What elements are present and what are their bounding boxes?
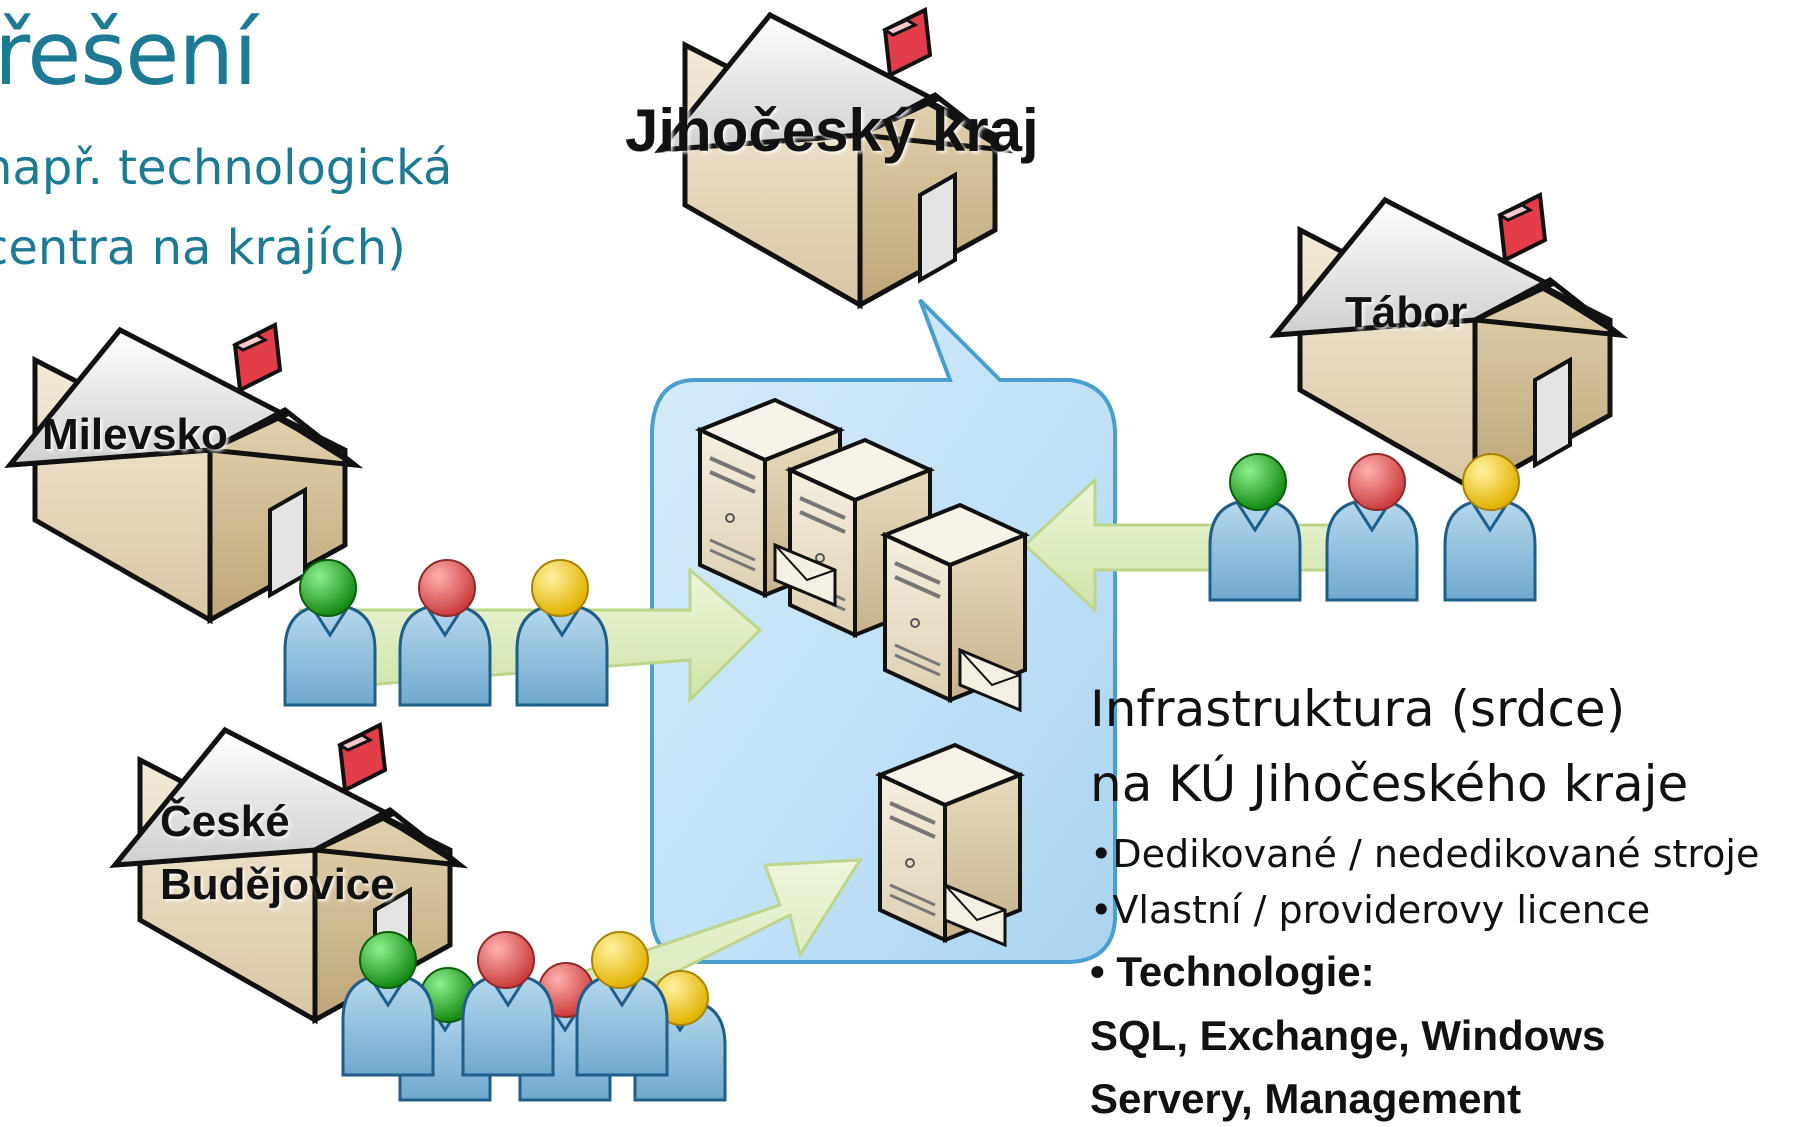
user-head-green	[1229, 453, 1287, 511]
slide-subtitle-line2: centra na krajích)	[0, 220, 406, 276]
label-tabor: Tábor	[1345, 288, 1468, 337]
user-head-green	[359, 931, 417, 989]
infra-heading-line1: Infrastruktura (srdce)	[1090, 680, 1626, 738]
user-head-green	[299, 559, 357, 617]
user-icon	[398, 603, 492, 707]
user-head-red	[1348, 453, 1406, 511]
user-icon	[341, 973, 435, 1077]
user-head-yellow	[1462, 453, 1520, 511]
user-icon	[461, 973, 555, 1077]
user-head-red	[477, 931, 535, 989]
infra-bullet-licence: •Vlastní / providerovy licence	[1090, 888, 1651, 932]
user-icon	[283, 603, 377, 707]
infra-tech-line1: SQL, Exchange, Windows	[1090, 1012, 1606, 1059]
user-icon	[515, 603, 609, 707]
infra-bullet-technologies: • Technologie:	[1090, 948, 1375, 995]
slide-title: řešení	[0, 2, 258, 105]
infra-tech-line2: Servery, Management	[1090, 1075, 1522, 1122]
user-icon	[1325, 498, 1419, 602]
users-ceske-budejovice	[341, 931, 727, 1102]
label-milevsko: Milevsko	[42, 410, 228, 459]
infra-heading-line2: na KÚ Jihočeského kraje	[1090, 755, 1689, 813]
label-ceske: České	[160, 797, 290, 846]
infra-bullet-dedicated: •Dedikované / nededikované stroje	[1090, 832, 1760, 876]
user-icon	[1443, 498, 1537, 602]
users-tabor	[1208, 453, 1537, 602]
label-jihocesky-kraj: Jihočeský kraj	[625, 97, 1039, 164]
server-single	[878, 743, 1022, 947]
user-head-red	[418, 559, 476, 617]
user-icon	[575, 973, 669, 1077]
slide-subtitle-line1: např. technologická	[0, 140, 453, 196]
label-budejovice: Budějovice	[160, 860, 395, 909]
house-tabor	[1275, 195, 1620, 490]
users-milevsko	[283, 559, 609, 707]
user-head-yellow	[531, 559, 589, 617]
user-head-yellow	[591, 931, 649, 989]
user-icon	[1208, 498, 1302, 602]
